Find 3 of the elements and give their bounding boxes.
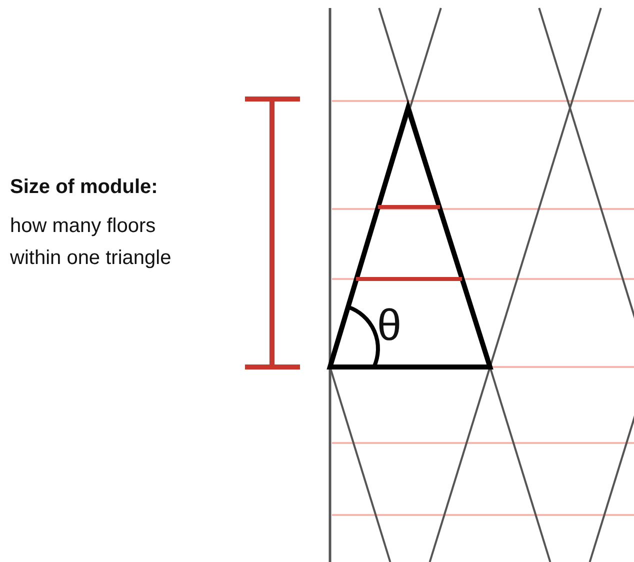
heading-text: Size of module: — [10, 176, 158, 199]
description-text: how many floors within one triangle — [10, 214, 172, 271]
angle-label: θ — [377, 302, 402, 350]
